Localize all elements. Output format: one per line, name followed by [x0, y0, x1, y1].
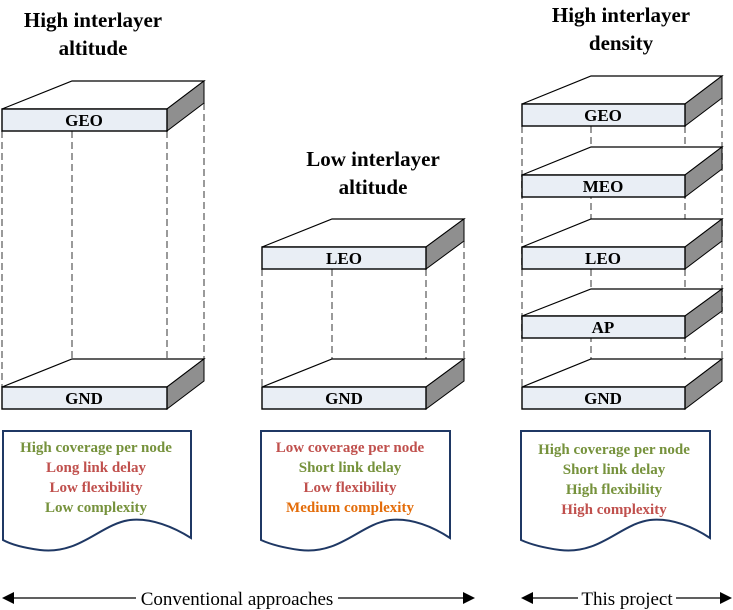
trait-flexibility: High flexibility — [566, 482, 663, 498]
layer-slab-geo: GEO — [1, 79, 206, 133]
layer-label: AP — [592, 318, 615, 337]
layer-slab-ap: AP — [521, 288, 724, 339]
trait-flexibility: Low flexibility — [304, 480, 397, 496]
layer-slab-gnd: GND — [521, 357, 724, 411]
slab-front-face — [521, 246, 686, 270]
slab-front-face — [521, 386, 686, 410]
column-high-density: High interlayer density GEO MEO LEO — [520, 3, 724, 552]
traits-document: Low coverage per node Short link delay L… — [260, 430, 451, 552]
column-title-line-1: High interlayer — [552, 3, 690, 27]
trait-link-delay: Short link delay — [563, 462, 666, 478]
arrow-conventional-approaches: Conventional approaches — [2, 589, 475, 610]
trait-flexibility: Low flexibility — [50, 480, 143, 496]
layer-slab-meo: MEO — [521, 145, 724, 199]
column-title-line-1: Low interlayer — [306, 147, 440, 171]
layer-slab-geo: GEO — [521, 74, 724, 128]
trait-complexity: Medium complexity — [286, 500, 414, 516]
column-title-line-2: altitude — [59, 36, 128, 60]
trait-complexity: High complexity — [561, 502, 667, 518]
layer-label: LEO — [326, 249, 362, 268]
layer-slab-gnd: GND — [1, 357, 206, 411]
traits-document: High coverage per node Short link delay … — [520, 430, 711, 552]
slab-front-face — [261, 386, 427, 410]
arrow-this-project: This project — [521, 589, 732, 610]
layer-slab-leo: LEO — [521, 217, 724, 271]
traits-document: High coverage per node Long link delay L… — [2, 430, 192, 552]
slab-front-face — [521, 103, 686, 127]
layer-label: LEO — [585, 249, 621, 268]
arrowhead-left-icon — [2, 592, 14, 604]
trait-coverage: High coverage per node — [538, 442, 690, 458]
arrowhead-right-icon — [463, 592, 475, 604]
layer-label: GEO — [584, 106, 622, 125]
document-shape — [520, 430, 711, 552]
arrow-label: This project — [581, 589, 673, 610]
slab-front-face — [1, 108, 168, 132]
trait-link-delay: Short link delay — [299, 460, 402, 476]
column-title-line-2: altitude — [339, 175, 408, 199]
layer-label: GND — [65, 389, 103, 408]
layer-slab-leo: LEO — [261, 218, 466, 270]
arrow-label: Conventional approaches — [141, 589, 334, 610]
column-title-line-1: High interlayer — [24, 8, 162, 32]
layer-label: MEO — [583, 177, 624, 196]
column-low-altitude: Low interlayer altitude LEO GND Low cove… — [260, 147, 466, 552]
trait-link-delay: Long link delay — [46, 460, 147, 476]
document-shape — [260, 430, 451, 552]
column-title-line-2: density — [589, 31, 654, 55]
slab-front-face — [521, 315, 686, 339]
slab-front-face — [261, 246, 427, 270]
column-high-altitude: High interlayer altitude GEO GND High co… — [1, 8, 206, 552]
layer-label: GND — [325, 389, 363, 408]
arrowhead-right-icon — [720, 592, 732, 604]
trait-coverage: High coverage per node — [20, 440, 172, 456]
slab-front-face — [1, 386, 168, 410]
arrowhead-left-icon — [521, 592, 533, 604]
slab-front-face — [521, 174, 686, 198]
layer-label: GEO — [65, 111, 103, 130]
layer-label: GND — [584, 389, 622, 408]
layer-slab-gnd: GND — [261, 358, 466, 410]
trait-coverage: Low coverage per node — [276, 440, 425, 456]
trait-complexity: Low complexity — [45, 500, 148, 516]
document-shape — [2, 430, 192, 552]
